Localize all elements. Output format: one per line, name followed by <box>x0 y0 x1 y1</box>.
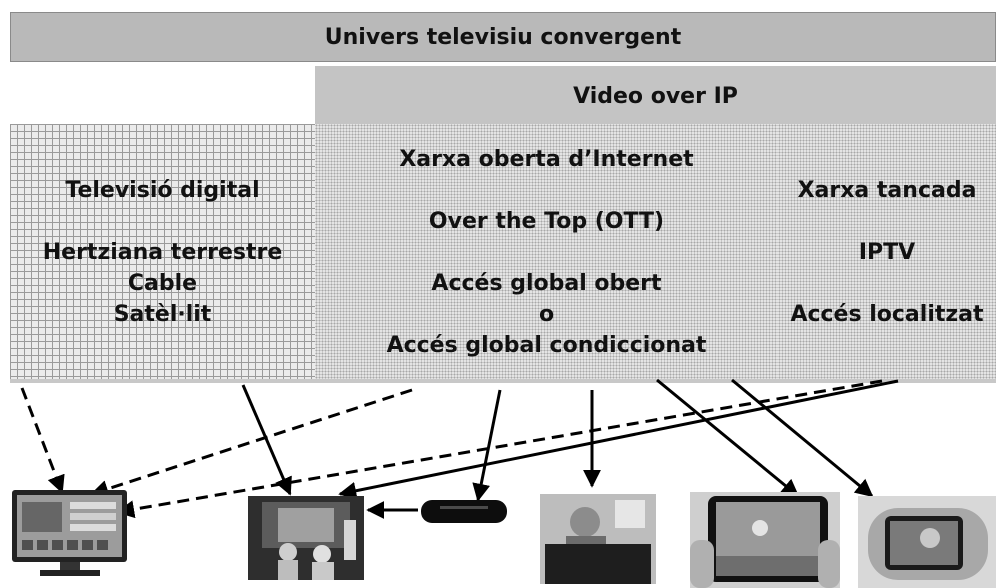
digital-tv-column: Televisió digital Hertziana terrestre Ca… <box>10 124 315 380</box>
set-top-box-icon <box>421 500 507 523</box>
video-over-ip-header: Video over IP <box>315 66 996 126</box>
iptv-column: Xarxa tancada IPTV Accés localitzat <box>778 124 996 380</box>
arrow-ott-to-tablet <box>656 378 800 498</box>
ott-column: Xarxa oberta d’Internet Over the Top (OT… <box>315 124 778 380</box>
laptop-user-icon <box>540 494 656 584</box>
arrow-ott-to-stb <box>472 389 502 502</box>
arrow-broadcast-to-smarttv <box>20 387 65 494</box>
arrow-ott-to-console <box>731 378 874 498</box>
open-network-label: Xarxa oberta d’Internet <box>399 146 694 172</box>
diagram-title: Univers televisiu convergent <box>10 12 996 62</box>
global-open-access-label: Accés global obert <box>431 270 662 296</box>
cable-label: Cable <box>127 270 198 296</box>
or-label: o <box>538 301 555 327</box>
arrow-iptv-to-smarttv-dashed <box>116 379 883 519</box>
ott-label: Over the Top (OTT) <box>428 208 665 234</box>
arrow-broadcast-to-tv <box>241 384 292 496</box>
conditional-access-label: Accés global condiccionat <box>386 332 707 358</box>
divider-line <box>10 379 996 383</box>
local-access-label: Accés localitzat <box>790 301 984 327</box>
tablet-icon <box>690 492 840 588</box>
terrestrial-label: Hertziana terrestre <box>42 239 283 265</box>
arrow-iptv-to-tv <box>338 379 899 500</box>
satellite-label: Satèl·lit <box>113 301 212 327</box>
smart-tv-icon <box>12 490 127 576</box>
handheld-console-icon <box>858 496 996 588</box>
digital-tv-label: Televisió digital <box>65 177 260 203</box>
tv-living-room-icon <box>248 496 364 580</box>
closed-network-label: Xarxa tancada <box>797 177 977 203</box>
iptv-label: IPTV <box>858 239 916 265</box>
